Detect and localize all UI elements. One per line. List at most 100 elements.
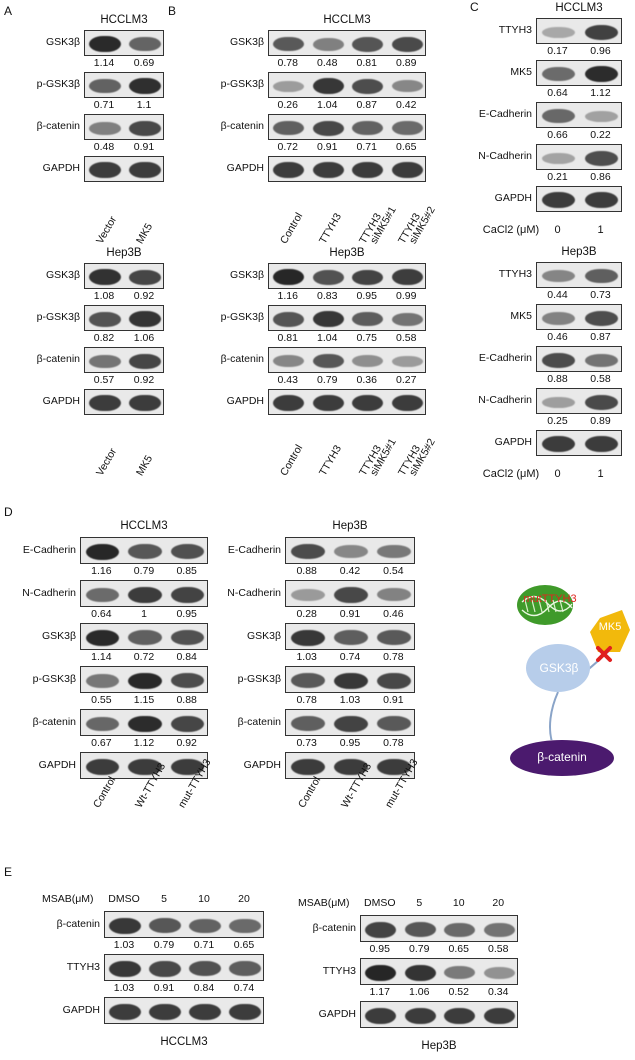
e-hep3b-band <box>365 921 397 938</box>
b-hep3b-band <box>391 312 423 326</box>
d-hcclm3-value: 1.15 <box>133 694 155 706</box>
e-hep3b-row-label: TTYH3 <box>322 964 356 977</box>
d-hep3b-blot-strip <box>285 580 415 607</box>
d-hep3b-band <box>290 716 325 731</box>
a-hep3b-row-label: GAPDH <box>42 395 80 407</box>
e-hcclm3-value: 0.84 <box>193 982 215 994</box>
diagram-gsk3b-label: GSK3β <box>539 661 579 675</box>
d-hep3b-blot-strip <box>285 666 415 693</box>
d-hep3b-row-label: N-Cadherin <box>227 586 281 599</box>
e-hcclm3-band <box>229 918 261 933</box>
e-hcclm3-dose: 5 <box>161 893 167 905</box>
a-hep3b-band <box>89 269 121 285</box>
c-hep3b-value: 0.58 <box>590 373 611 385</box>
b-hcclm3-lane-label: TTYH3 <box>317 211 345 246</box>
e-hep3b-band <box>404 1007 436 1024</box>
dna-icon <box>517 585 573 625</box>
d-hep3b-value: 0.28 <box>296 608 317 620</box>
e-hcclm3-band <box>149 1003 181 1020</box>
b-hcclm3-value: 0.71 <box>356 141 377 153</box>
a-hcclm3-value: 1.1 <box>136 99 152 111</box>
c-hcclm3-blot-strip <box>536 186 622 212</box>
d-hcclm3-row-label: GSK3β <box>41 629 76 642</box>
b-hep3b-band <box>312 269 344 285</box>
panel-label-c: C <box>470 0 479 14</box>
c-hcclm3-value: 0.66 <box>547 129 568 141</box>
b-hep3b-row-label: GAPDH <box>226 395 264 407</box>
c-hep3b-row-label: GAPDH <box>494 436 532 448</box>
c-hep3b-blot-strip <box>536 346 622 372</box>
b-hcclm3-band <box>312 120 344 136</box>
c-hcclm3-value: 0.64 <box>547 87 568 99</box>
c-hep3b-value: 0.89 <box>590 415 611 427</box>
c-hcclm3-row-label: N-Cadherin <box>478 150 532 162</box>
panel-e-title-hep3b: Hep3B <box>421 1040 457 1052</box>
d-hcclm3-value: 1.12 <box>133 737 155 749</box>
e-hep3b-value: 0.95 <box>369 943 390 955</box>
a-hep3b-band <box>89 354 121 368</box>
c-hep3b-band <box>541 436 576 452</box>
d-hcclm3-value: 0.67 <box>91 737 112 749</box>
a-hep3b-lane-label: MK5 <box>134 453 156 478</box>
a-hcclm3-value: 0.91 <box>133 141 155 153</box>
e-hep3b-dose: 5 <box>416 897 423 909</box>
b-hep3b-value: 0.75 <box>356 332 377 344</box>
b-hcclm3-lane-label: Control <box>277 210 306 246</box>
d-hep3b-value: 0.88 <box>296 565 317 577</box>
d-hep3b-row-label: p-GSK3β <box>237 672 281 685</box>
e-hep3b-dose: DMSO <box>364 897 396 909</box>
b-hep3b-value: 0.79 <box>317 374 338 386</box>
a-hcclm3-blot-strip <box>84 30 164 56</box>
a-hcclm3-row-label: p-GSK3β <box>36 78 80 90</box>
dna-rung <box>538 599 543 613</box>
c-hep3b-band <box>584 310 619 326</box>
d-hcclm3-blot-strip <box>80 623 208 650</box>
c-hcclm3-blot-strip <box>536 144 622 170</box>
e-hcclm3-row-label: β-catenin <box>56 917 100 930</box>
e-hep3b-value: 0.65 <box>448 943 469 955</box>
d-hep3b-band <box>334 715 368 732</box>
c-hep3b-cacl-value: 0 <box>554 468 561 480</box>
panel-label-d: D <box>4 505 13 519</box>
a-hep3b-band <box>129 311 161 327</box>
b-hep3b-blot-strip <box>268 347 426 373</box>
b-hep3b-value: 0.36 <box>356 374 377 386</box>
d-hep3b-lane-label: Control <box>295 774 324 810</box>
d-hep3b-value: 0.46 <box>383 608 404 620</box>
c-hep3b-band <box>541 270 576 282</box>
c-hcclm3-band <box>584 66 619 82</box>
d-hcclm3-band <box>171 673 205 688</box>
d-hcclm3-band <box>85 629 119 646</box>
panel-e-title-hcclm3: HCCLM3 <box>160 1036 208 1048</box>
d-hep3b-band <box>377 630 412 645</box>
c-hcclm3-band <box>541 109 576 123</box>
gsk3b-shape <box>526 644 590 692</box>
d-hcclm3-band <box>128 758 162 775</box>
d-hep3b-band <box>377 545 412 558</box>
a-hcclm3-row-label: β-catenin <box>36 120 80 132</box>
a-hep3b-row-label: GSK3β <box>45 269 80 281</box>
b-hep3b-value: 0.95 <box>356 290 377 302</box>
a-hep3b-row-label: β-catenin <box>36 353 80 365</box>
d-hep3b-value: 1.03 <box>296 651 317 663</box>
d-hep3b-value: 1.03 <box>339 694 361 706</box>
d-hcclm3-value: 0.88 <box>176 694 197 706</box>
b-hep3b-band <box>391 355 423 367</box>
e-hep3b-band <box>483 1007 515 1024</box>
d-hep3b-band <box>334 630 368 645</box>
a-hcclm3-blot-strip <box>84 156 164 182</box>
c-hep3b-band <box>584 394 619 410</box>
d-hcclm3-lane-label: Control <box>90 774 118 810</box>
e-hep3b-value: 0.52 <box>448 986 469 998</box>
dna-rung <box>524 599 529 613</box>
b-hcclm3-row-label: GAPDH <box>226 162 264 174</box>
e-hcclm3-band <box>149 918 181 933</box>
diagram-bcatenin-label: β-catenin <box>537 750 587 764</box>
e-hep3b-band <box>404 922 436 937</box>
d-hep3b-value: 0.78 <box>296 694 317 706</box>
d-hep3b-value: 0.91 <box>383 694 404 706</box>
d-hep3b-band <box>377 588 412 601</box>
b-hcclm3-value: 0.65 <box>396 141 417 153</box>
b-hep3b-band <box>273 311 305 327</box>
b-hep3b-band <box>352 355 384 367</box>
